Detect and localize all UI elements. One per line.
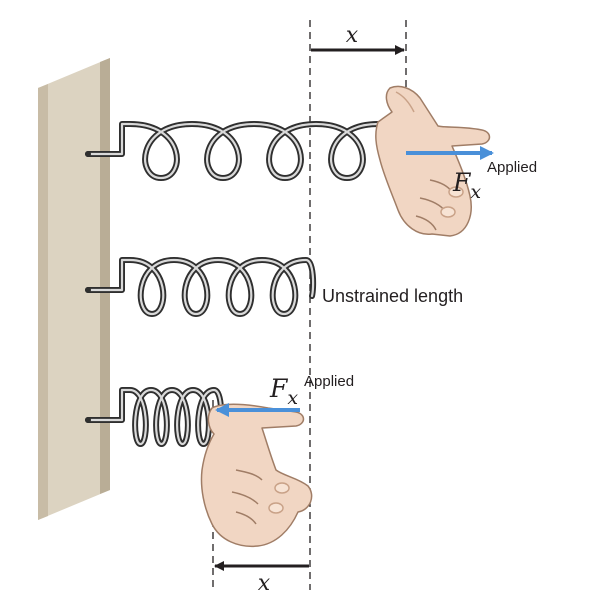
unstrained-length-label: Unstrained length [322,286,463,306]
force-top-subscript: x [470,181,481,203]
dimension-bottom: x [214,561,309,596]
dimension-top-label: x [346,23,359,48]
wall [38,58,110,520]
spring-stretched [85,121,389,181]
dimension-bottom-label: x [258,571,271,596]
spring-coil-highlight [86,258,315,316]
force-top-superscript: Applied [487,159,537,176]
force-label-top: Fx Applied [452,159,537,203]
svg-text:Fx: Fx [269,374,298,409]
force-top-symbol: F [452,168,472,197]
spring-unstrained [85,257,317,317]
spring-coil-highlight [86,122,387,180]
spring-mount-pin [85,287,91,293]
hand-pulling-icon [375,85,491,237]
spring-mount-pin [85,417,91,423]
force-bottom-superscript: Applied [304,373,354,390]
svg-text:Fx: Fx [452,168,481,203]
force-label-bottom: Fx Applied [269,373,354,409]
hand-pushing-icon [200,403,313,548]
force-bottom-symbol: F [269,374,289,403]
force-bottom-subscript: x [287,387,298,409]
spring-coil-highlight [86,388,223,446]
spring-mount-pin [85,151,91,157]
spring-compressed [85,387,225,447]
dimension-top: x [311,23,405,55]
